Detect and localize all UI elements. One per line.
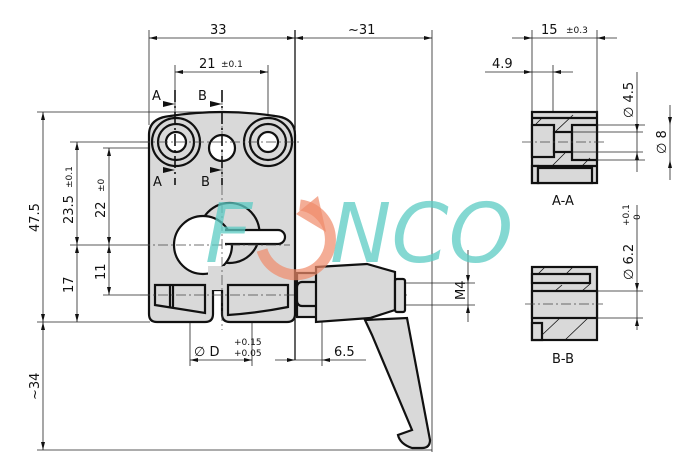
section-a-a: A-A xyxy=(485,30,672,209)
dim-height-22-tol: ±0 xyxy=(97,178,107,192)
section-mark-a-bottom: A xyxy=(153,175,162,190)
dim-height-34: ~34 xyxy=(28,373,43,400)
dimension-lines xyxy=(37,30,475,452)
dim-diameter-d: ∅ D xyxy=(194,345,219,360)
section-markers: A A B B xyxy=(152,89,223,190)
dim-section-offset-4-9: 4.9 xyxy=(492,57,513,72)
dim-offset-6-5: 6.5 xyxy=(334,345,355,360)
dim-section-width-15-tol: ±0.3 xyxy=(566,26,588,36)
section-label-b-b: B-B xyxy=(552,352,574,367)
dim-bore-4-5: ∅ 4.5 xyxy=(622,82,637,118)
dim-section-width-15: 15 xyxy=(541,23,558,38)
section-mark-b-bottom: B xyxy=(201,175,210,190)
watermark-f: F xyxy=(205,187,254,282)
dim-hole-spacing-tol: ±0.1 xyxy=(221,60,243,70)
dim-thread-m4: M4 xyxy=(454,281,469,301)
dim-height-23-5: 23.5 xyxy=(62,195,77,224)
section-mark-a-top: A xyxy=(152,89,161,104)
fonco-watermark-logo: F NCO xyxy=(205,187,513,282)
dim-bore-6-2-tol-upper: +0.1 xyxy=(622,204,632,226)
dim-width-31: ~31 xyxy=(348,23,375,38)
dim-hole-spacing: 21 xyxy=(199,57,216,72)
dim-bore-8: ∅ 8 xyxy=(655,130,670,154)
section-b-b: B-B xyxy=(525,205,643,367)
dim-bore-6-2-tol-lower: 0 xyxy=(633,214,643,220)
clamp-body xyxy=(140,95,410,330)
dim-height-22: 22 xyxy=(94,201,109,218)
section-mark-b-top: B xyxy=(198,89,207,104)
dim-height-11: 11 xyxy=(94,263,109,280)
section-label-a-a: A-A xyxy=(552,194,574,209)
dim-height-23-5-tol: ±0.1 xyxy=(65,166,75,188)
dim-diameter-d-tol-upper: +0.15 xyxy=(234,338,262,348)
dim-width-33: 33 xyxy=(210,23,227,38)
dim-diameter-d-tol-lower: +0.05 xyxy=(234,349,262,359)
watermark-nco: NCO xyxy=(330,187,513,282)
dim-height-17: 17 xyxy=(62,276,77,293)
dim-bore-6-2: ∅ 6.2 xyxy=(622,244,637,280)
clamping-lever xyxy=(295,262,432,450)
dim-height-47-5: 47.5 xyxy=(28,203,43,232)
dimension-texts: 33 ~31 21 ±0.1 47.5 ~34 23.5 ±0.1 22 ±0 … xyxy=(28,23,670,400)
